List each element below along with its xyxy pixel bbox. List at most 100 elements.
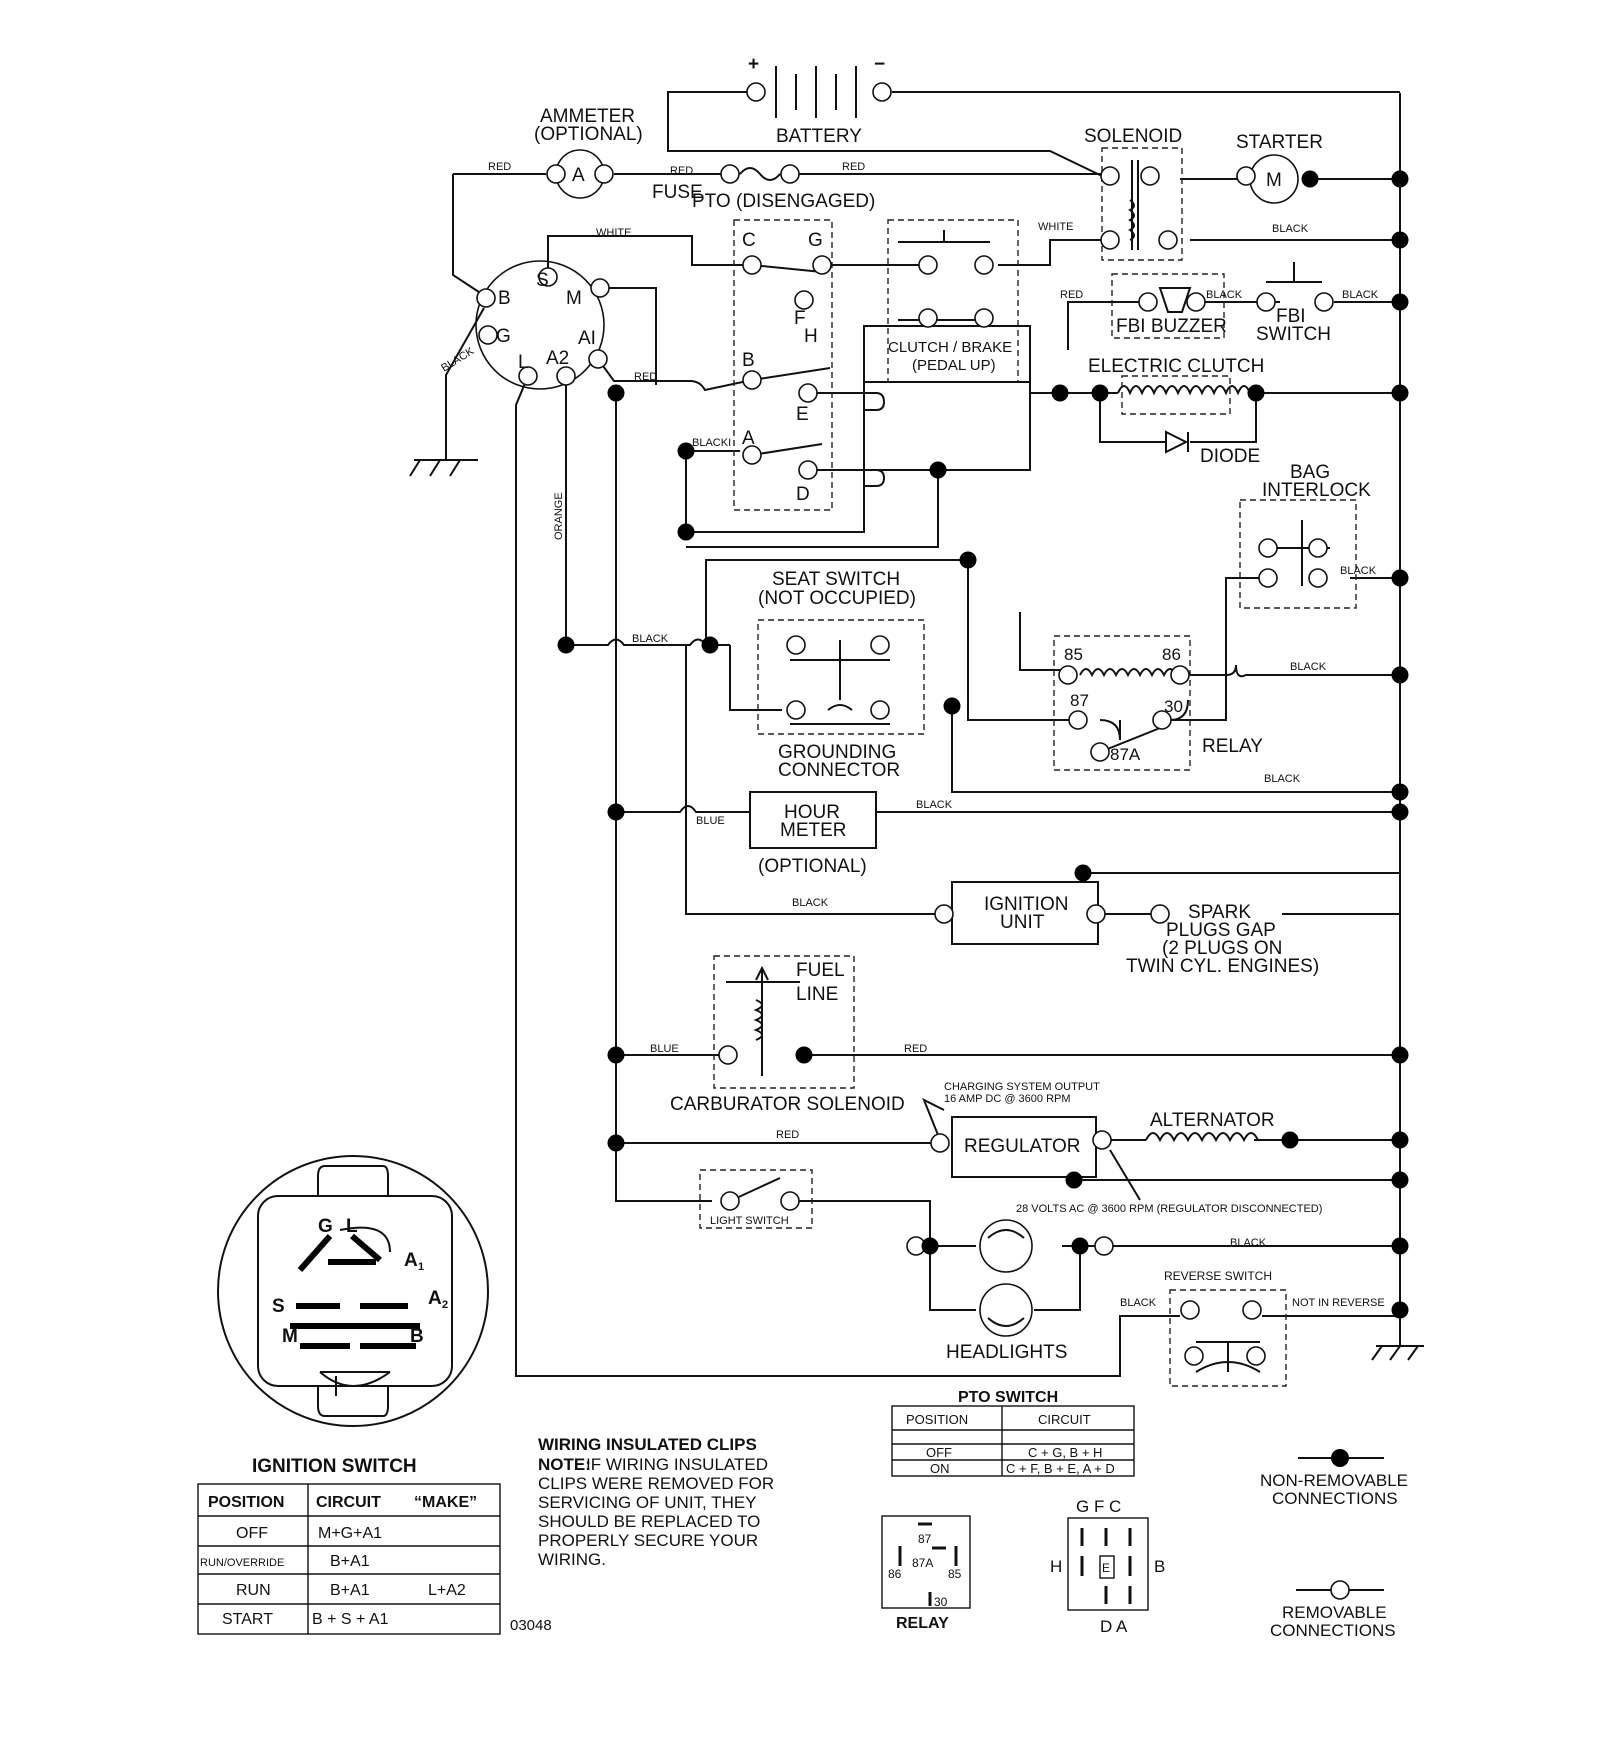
removable-connection [780, 1191, 800, 1211]
wire-label-blue: BLUE [696, 815, 725, 827]
spark-label-2: PLUGS GAP [1166, 920, 1276, 941]
pto-connector-top: G F C [1076, 1497, 1121, 1516]
non-removable-connection [701, 636, 719, 654]
wire-label-orange: ORANGE [553, 492, 565, 540]
regulator-label: REGULATOR [964, 1136, 1081, 1157]
hour-meter-label-2: METER [780, 820, 847, 841]
ignition-unit-label-1: IGNITION [984, 894, 1068, 915]
ignition-table-cell: OFF [236, 1525, 268, 1542]
relay-label: RELAY [1202, 736, 1263, 757]
non-removable-connection [1051, 384, 1069, 402]
non-removable-connection [677, 442, 695, 460]
wire-label-black: BLACK [1120, 1297, 1157, 1309]
non-removable-connection [795, 1046, 813, 1064]
removable-connection [1184, 1346, 1204, 1366]
pto-terminal-g: G [808, 230, 823, 251]
labels: + − BATTERY AMMETER (OPTIONAL) A FUSE PT… [439, 54, 1384, 1363]
ign-icon-l: L [346, 1216, 358, 1237]
removable-connection [718, 1045, 738, 1065]
pto-switch-table: PTO SWITCH POSITION CIRCUIT OFF C + G, B… [891, 1389, 1135, 1477]
clutch-brake-label-2: (PEDAL UP) [912, 357, 996, 374]
component-boxes [749, 325, 1099, 1178]
ign-icon-a1: A [404, 1250, 418, 1271]
removable-connection [546, 164, 566, 184]
battery-minus: − [874, 54, 885, 75]
wire-label-black: BLACK [1272, 223, 1309, 235]
electric-clutch-label: ELECTRIC CLUTCH [1088, 356, 1264, 377]
removable-connection [1242, 1300, 1262, 1320]
reverse-switch-label: REVERSE SWITCH [1164, 1269, 1272, 1283]
removable-connection [872, 82, 892, 102]
clutch-brake-label-1: CLUTCH / BRAKE [888, 339, 1012, 356]
removable-connection [478, 325, 498, 345]
removable-connection [974, 255, 994, 275]
wire-label-red: RED [634, 371, 657, 383]
pto-connector-right: B [1154, 1557, 1165, 1576]
ign-icon-s: S [272, 1296, 285, 1317]
removable-connection [780, 164, 800, 184]
removable-connection [1186, 292, 1206, 312]
not-in-reverse-label: NOT IN REVERSE [1292, 1297, 1385, 1309]
removable-connection [934, 904, 954, 924]
ign-icon-a1-sub: 1 [418, 1261, 424, 1273]
relay-terminal-87: 87 [1070, 691, 1089, 710]
removable-connection [742, 445, 762, 465]
non-removable-connection [1247, 384, 1265, 402]
grounding-label-2: CONNECTOR [778, 760, 900, 781]
non-removable-connection [1391, 231, 1409, 249]
ignition-switch-icon: G L A 1 S A 2 M B [217, 1155, 489, 1427]
removable-connection [1100, 230, 1120, 250]
relay-pin: 86 [888, 1567, 902, 1581]
relay-terminal-87a: 87A [1110, 745, 1141, 764]
fbi-switch-label-1: FBI [1276, 306, 1306, 327]
battery-plus: + [748, 54, 759, 75]
pto-connector-center: E [1102, 1561, 1110, 1575]
diode-label: DIODE [1200, 446, 1260, 467]
wire-label-black: BLACK [1230, 1237, 1267, 1249]
wiring-clips-note: WIRING INSULATED CLIPS NOTE: IF WIRING I… [538, 1435, 774, 1569]
ign-terminal-a2: A2 [546, 348, 569, 369]
spark-label-3: (2 PLUGS ON [1162, 938, 1282, 959]
ign-icon-b: B [410, 1326, 424, 1347]
wire-label-black: BLACK [792, 897, 829, 909]
pto-table-cell: ON [930, 1461, 950, 1476]
bag-interlock-label-1: BAG [1290, 462, 1330, 483]
ignition-table-cell: M+G+A1 [318, 1525, 382, 1542]
clips-note-line: WIRING. [538, 1550, 606, 1569]
wire-label-blacki: BLACKI [692, 437, 731, 449]
wire-label-red: RED [488, 161, 511, 173]
pto-terminal-b: B [742, 350, 755, 371]
wire-label-black: BLACK [916, 799, 953, 811]
wire-label-blue: BLUE [650, 1043, 679, 1055]
non-removable-connection [1391, 783, 1409, 801]
hour-meter-label-1: HOUR [784, 802, 840, 823]
pto-table-header: POSITION [906, 1412, 968, 1427]
removable-connection [1100, 166, 1120, 186]
pto-table-header: CIRCUIT [1038, 1412, 1091, 1427]
ign-terminal-s: S [536, 270, 549, 291]
relay-terminal-30: 30 [1164, 697, 1183, 716]
pto-terminal-a: A [742, 428, 755, 449]
removable-connection [870, 635, 890, 655]
wire-label-black: BLACK [1264, 773, 1301, 785]
removable-connection [798, 460, 818, 480]
pto-terminal-h: H [804, 326, 818, 347]
ign-icon-m: M [282, 1326, 298, 1347]
ign-terminal-b: B [498, 288, 511, 309]
relay-terminal-86: 86 [1162, 645, 1181, 664]
ignition-table-header: “MAKE” [414, 1494, 477, 1511]
pto-connector-diagram: G F C H E B D A [1050, 1497, 1165, 1636]
starter-label: STARTER [1236, 132, 1323, 153]
removable-connection [1314, 292, 1334, 312]
removable-connection [746, 82, 766, 102]
ignition-table-header: CIRCUIT [316, 1494, 381, 1511]
non-removable-connection [607, 384, 625, 402]
non-removable-connection [1391, 1046, 1409, 1064]
fbi-switch-label-2: SWITCH [1256, 324, 1331, 345]
ign-terminal-g: G [496, 326, 511, 347]
relay-terminal-85: 85 [1064, 645, 1083, 664]
charging-output-label-2: 16 AMP DC @ 3600 RPM [944, 1093, 1071, 1105]
removable-connection [1308, 568, 1328, 588]
ignition-table-header: POSITION [208, 1494, 284, 1511]
removable-connection [870, 700, 890, 720]
